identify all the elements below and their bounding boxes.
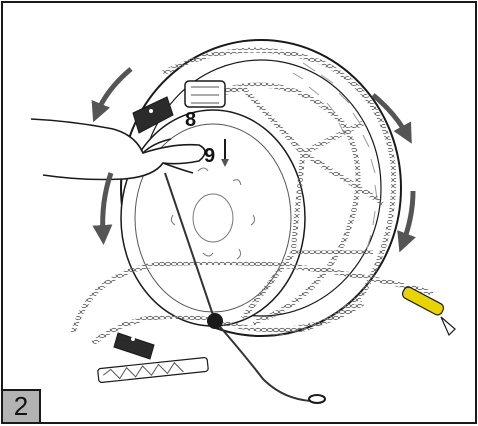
rotation-arrow-mid-right — [403, 191, 413, 243]
wheel-rim — [121, 110, 305, 326]
tensioner-hub — [207, 313, 223, 329]
step-number: 2 — [14, 391, 28, 422]
callout-number-8: 8 — [185, 110, 196, 130]
top-clamp — [185, 81, 225, 107]
callout-number-9: 9 — [204, 146, 215, 166]
step-number-badge: 2 — [3, 389, 41, 422]
rotation-arrow-top-left — [97, 69, 131, 113]
rotation-arrow-mid-left — [103, 173, 111, 235]
ground-clamp — [114, 333, 154, 359]
snow-chain-mounting-illustration — [3, 3, 475, 422]
ground-spring-hook — [98, 357, 209, 382]
